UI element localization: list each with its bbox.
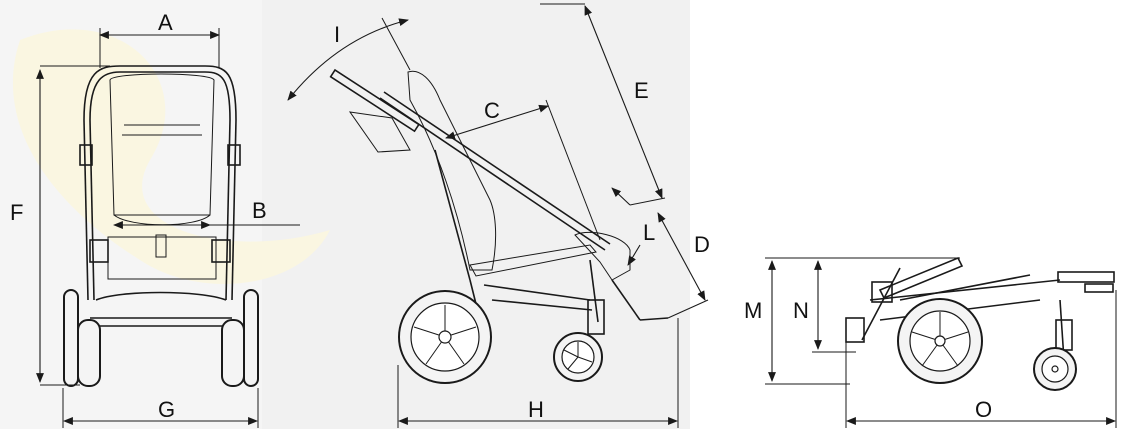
- label-A: A: [158, 10, 173, 35]
- label-H: H: [528, 397, 544, 422]
- label-E: E: [634, 78, 649, 103]
- label-O: O: [975, 397, 992, 422]
- label-D: D: [694, 232, 710, 257]
- folded-view-stroller: [845, 256, 1115, 391]
- label-L: L: [643, 220, 655, 245]
- label-C: C: [484, 98, 500, 123]
- label-I: I: [334, 22, 340, 47]
- front-view-stroller: [63, 65, 259, 387]
- label-M: M: [744, 298, 762, 323]
- side-view-stroller: [329, 68, 669, 384]
- label-N: N: [793, 298, 809, 323]
- label-F: F: [10, 200, 23, 225]
- label-B: B: [252, 198, 267, 223]
- label-G: G: [158, 397, 175, 422]
